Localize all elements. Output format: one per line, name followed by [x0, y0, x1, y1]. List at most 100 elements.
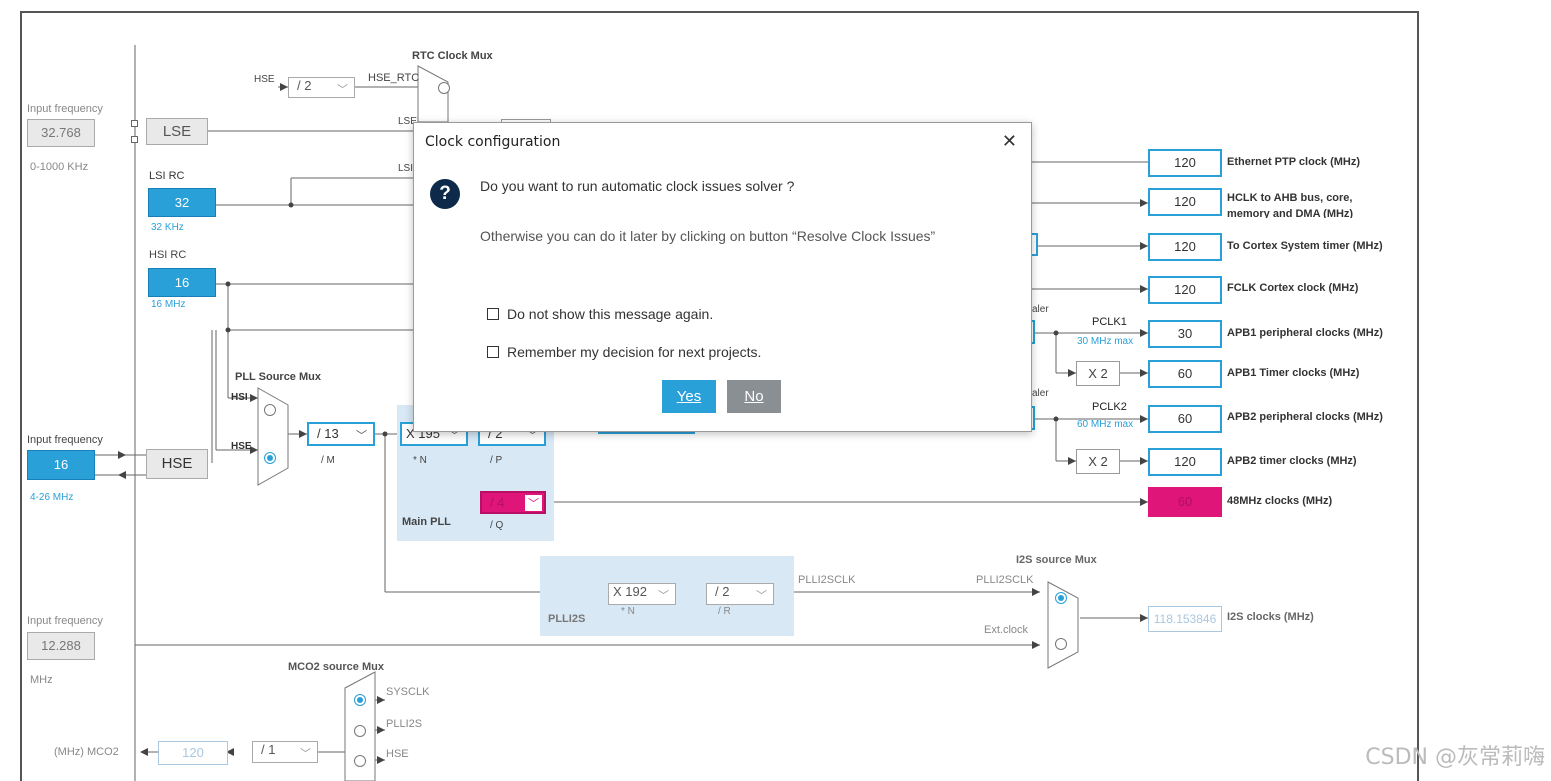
mco2-output-label: (MHz) MCO2: [54, 746, 119, 758]
hse-input-field[interactable]: 16: [27, 450, 95, 480]
apb1-prescaler-label: aler: [1032, 304, 1049, 315]
lsi-freq: 32 KHz: [151, 222, 184, 233]
pllq-label: / Q: [490, 520, 504, 531]
rtc-output-box: [501, 119, 551, 124]
diagram-frame: [20, 11, 1419, 781]
pll-hsi-input: HSI: [231, 392, 248, 403]
lse-input-field[interactable]: 32.768: [27, 119, 95, 147]
output-fclk-label: FCLK Cortex clock (MHz): [1227, 282, 1359, 294]
chevron-down-icon: ﹀: [337, 84, 348, 96]
output-ethernet-ptp: 120: [1148, 149, 1222, 177]
plli2sclk-label: PLLI2SCLK: [798, 574, 856, 586]
question-icon: ?: [430, 179, 460, 209]
hsi-rc-label: HSI RC: [149, 249, 187, 261]
apb1-prescaler-edge[interactable]: [1029, 320, 1035, 344]
output-apb1-timer-label: APB1 Timer clocks (MHz): [1227, 367, 1360, 379]
dialog-question: Do you want to run automatic clock issue…: [480, 178, 795, 194]
pclk1-label: PCLK1: [1092, 316, 1127, 328]
lse-rtc-label: LSE: [398, 116, 417, 127]
chevron-down-icon: ﹀: [356, 430, 367, 442]
plli2s-r-select[interactable]: / 2﹀: [706, 583, 774, 605]
plli2s-n-label: * N: [621, 606, 635, 617]
main-pll-label: Main PLL: [402, 516, 451, 528]
checkbox-box[interactable]: [487, 346, 499, 358]
pllm-select[interactable]: / 13﹀: [307, 422, 375, 446]
i2s-mux-label: I2S source Mux: [1016, 554, 1097, 566]
no-button[interactable]: No: [727, 380, 781, 413]
i2s-radio-pll[interactable]: [1055, 592, 1067, 604]
mco2-radio-sysclk[interactable]: [354, 694, 366, 706]
mco2-in-hse: HSE: [386, 748, 409, 760]
mco2-radio-plli2s[interactable]: [354, 725, 366, 737]
mco2-mux-label: MCO2 source Mux: [288, 661, 384, 673]
plli2s-n-select[interactable]: X 192﹀: [608, 583, 676, 605]
hsi-value: 16: [148, 268, 216, 297]
pll-radio-hse[interactable]: [264, 452, 276, 464]
mco2-in-plli2s: PLLI2S: [386, 718, 423, 730]
output-apb1-timer: 60: [1148, 360, 1222, 388]
mco2-radio-hse[interactable]: [354, 755, 366, 767]
pclk2-max: 60 MHz max: [1077, 419, 1134, 430]
output-apb1-peripheral: 30: [1148, 320, 1222, 348]
plln-label: * N: [413, 455, 427, 466]
ext-input-field[interactable]: 12.288: [27, 632, 95, 660]
checkbox-do-not-show-label: Do not show this message again.: [507, 306, 714, 322]
lse-input-label: Input frequency: [27, 103, 103, 115]
output-apb2-peripheral-label: APB2 peripheral clocks (MHz): [1227, 411, 1383, 423]
pll-source-mux-label: PLL Source Mux: [235, 371, 321, 383]
rtc-radio-hse[interactable]: [438, 82, 450, 94]
output-cortex-timer: 120: [1148, 233, 1222, 261]
lsi-rtc-label: LSI: [398, 163, 414, 174]
close-icon[interactable]: ✕: [1001, 131, 1017, 151]
watermark: CSDN @灰常莉嗨: [1365, 745, 1545, 770]
output-apb2-timer: 120: [1148, 448, 1222, 476]
plli2s-r-label: / R: [718, 606, 731, 617]
pll-radio-hsi[interactable]: [264, 404, 276, 416]
apb2-prescaler-edge[interactable]: [1029, 406, 1035, 430]
i2s-output-label: I2S clocks (MHz): [1227, 611, 1314, 623]
pclk2-label: PCLK2: [1092, 401, 1127, 413]
hse-rtc-src-label: HSE: [254, 74, 275, 85]
checkbox-do-not-show[interactable]: Do not show this message again.: [487, 306, 713, 322]
i2s-mux-in-pll: PLLI2SCLK: [976, 574, 1034, 586]
apb2-prescaler-label: aler: [1032, 388, 1049, 399]
i2s-mux-in-ext: Ext.clock: [984, 624, 1029, 636]
hsi-freq: 16 MHz: [151, 299, 186, 310]
lse-range: 0-1000 KHz: [30, 161, 89, 173]
output-ethernet-ptp-label: Ethernet PTP clock (MHz): [1227, 156, 1361, 168]
dialog-hint: Otherwise you can do it later by clickin…: [480, 228, 936, 244]
i2s-radio-ext[interactable]: [1055, 638, 1067, 650]
chevron-down-icon: ﹀: [300, 748, 311, 760]
checkbox-box[interactable]: [487, 308, 499, 320]
ext-input-label: Input frequency: [27, 615, 103, 627]
dialog-title: Clock configuration: [425, 134, 561, 150]
pclk1-max: 30 MHz max: [1077, 336, 1134, 347]
output-apb1-peripheral-label: APB1 peripheral clocks (MHz): [1227, 327, 1383, 339]
output-hclk-label-2: memory and DMA (MHz): [1227, 208, 1354, 218]
mco2-divider[interactable]: / 1﹀: [252, 741, 318, 763]
hse-oscillator: HSE: [146, 449, 208, 479]
chevron-down-icon: ﹀: [527, 430, 538, 442]
mco2-in-sysclk: SYSCLK: [386, 686, 430, 698]
hse-rtc-label: HSE_RTC: [368, 72, 420, 84]
yes-button[interactable]: Yes: [662, 380, 716, 413]
ahb-prescaler-edge[interactable]: [1029, 233, 1038, 256]
apb1-timer-multiplier: X 2: [1076, 361, 1120, 386]
output-apb2-timer-label: APB2 timer clocks (MHz): [1227, 455, 1357, 467]
hse-range: 4-26 MHz: [30, 492, 74, 503]
pllq-select[interactable]: / 4﹀: [480, 491, 546, 514]
output-hclk: 120: [1148, 188, 1222, 216]
output-hclk-label: HCLK to AHB bus, core,: [1227, 192, 1353, 204]
port: [131, 136, 138, 143]
output-fclk: 120: [1148, 276, 1222, 304]
mco2-output-value: 120: [158, 741, 228, 765]
chevron-down-icon: ﹀: [525, 495, 542, 511]
lsi-rc-label: LSI RC: [149, 170, 185, 182]
chevron-down-icon: ﹀: [449, 430, 460, 442]
apb2-timer-multiplier: X 2: [1076, 449, 1120, 474]
chevron-down-icon: ﹀: [658, 590, 669, 602]
plli2s-label: PLLI2S: [548, 613, 586, 625]
checkbox-remember[interactable]: Remember my decision for next projects.: [487, 344, 761, 360]
hse-rtc-divider[interactable]: / 2﹀: [288, 77, 355, 98]
